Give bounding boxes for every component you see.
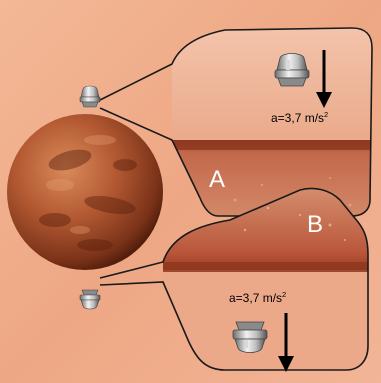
panel-a-acceleration: a=3,7 m/s2 <box>271 110 328 125</box>
panel-b-outline <box>99 187 369 371</box>
panel-b-acceleration: a=3,7 m/s2 <box>229 290 286 305</box>
panel-a-letter: A <box>209 166 225 193</box>
panel-a-sky <box>172 28 372 150</box>
lander-capsule-icon <box>79 289 101 310</box>
down-arrow-icon <box>278 313 294 372</box>
panel-b-letter: B <box>307 211 323 238</box>
panel-a-outline <box>99 27 373 217</box>
lander-capsule-icon <box>79 85 101 108</box>
lander-capsule-icon <box>232 321 268 353</box>
down-arrow-icon <box>316 50 332 108</box>
lander-capsule-icon <box>274 53 310 87</box>
panel-a: A a=3,7 m/s2 <box>99 27 373 217</box>
mars-planet-icon <box>7 114 163 270</box>
